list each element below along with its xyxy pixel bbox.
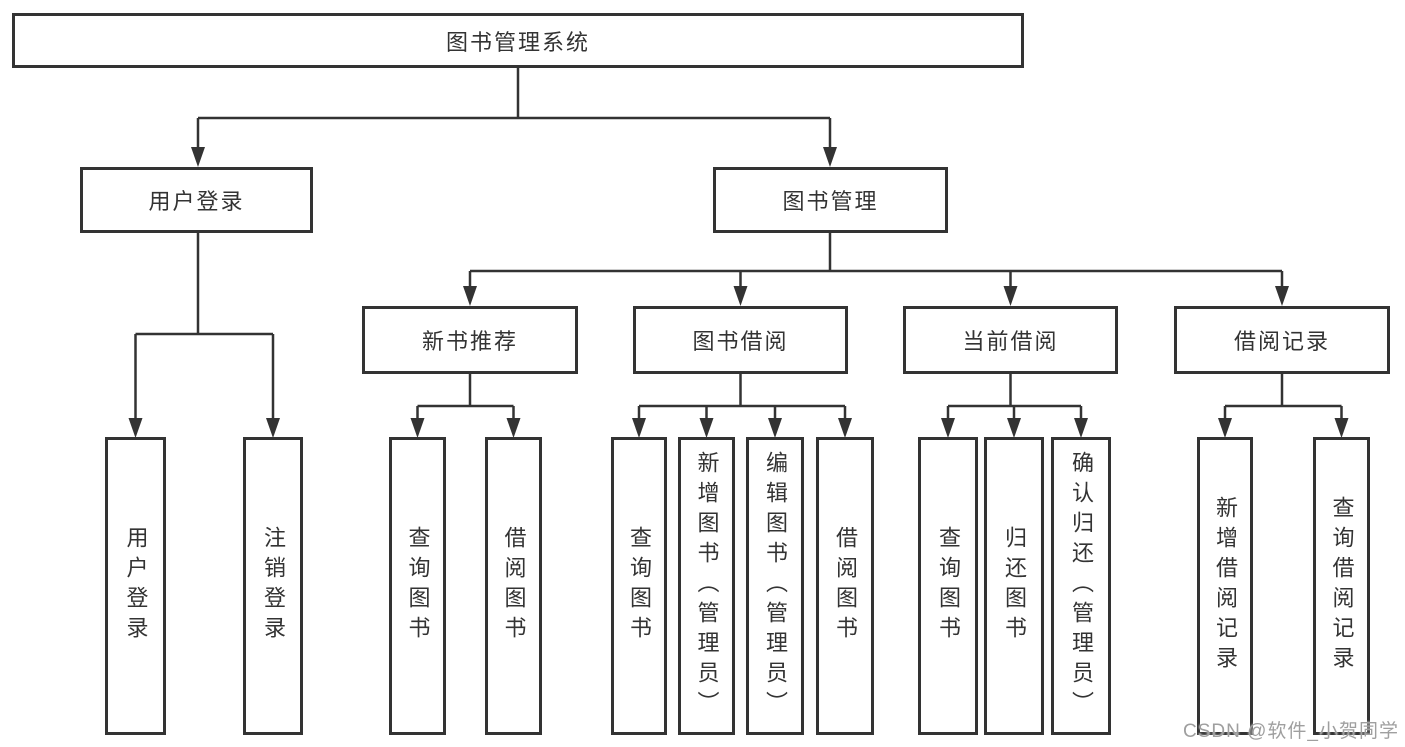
node-label: 图书借阅	[692, 329, 789, 354]
leaf-label: 查询借阅记录	[1329, 496, 1355, 676]
leaf-user-login: 用户登录	[105, 437, 166, 735]
leaf-label: 注销登录	[261, 526, 286, 646]
leaf-label: 新增图书（管理员）	[694, 451, 720, 721]
leaf-query-books-borrowing: 查询图书	[611, 437, 667, 735]
leaf-label: 归还图书	[1002, 526, 1027, 646]
node-book-borrowing: 图书借阅	[633, 306, 848, 374]
node-label: 当前借阅	[962, 329, 1059, 354]
node-borrow-records: 借阅记录	[1174, 306, 1390, 374]
leaf-label: 借阅图书	[833, 526, 858, 646]
node-label: 新书推荐	[421, 329, 518, 354]
node-label: 用户登录	[148, 189, 245, 214]
leaf-edit-book-admin: 编辑图书（管理员）	[746, 437, 804, 735]
leaf-logout: 注销登录	[243, 437, 303, 735]
node-label: 图书管理系统	[445, 29, 590, 55]
node-user-login: 用户登录	[80, 167, 313, 233]
leaf-borrow-books: 借阅图书	[816, 437, 874, 735]
leaf-label: 查询图书	[405, 526, 431, 646]
leaf-label: 查询图书	[936, 526, 961, 646]
arrowhead-icons	[128, 147, 1349, 438]
leaf-label: 借阅图书	[501, 526, 527, 646]
leaf-label: 确认归还（管理员）	[1069, 451, 1094, 721]
csdn-watermark: CSDN @软件_小贺同学	[1183, 721, 1399, 742]
leaf-confirm-return-admin: 确认归还（管理员）	[1051, 437, 1111, 735]
node-current-borrowing: 当前借阅	[903, 306, 1118, 374]
leaf-label: 查询图书	[627, 526, 652, 646]
leaf-label: 用户登录	[123, 526, 149, 646]
leaf-return-books: 归还图书	[984, 437, 1044, 735]
leaf-query-books-recommend: 查询图书	[389, 437, 446, 735]
node-label: 图书管理	[782, 189, 879, 214]
node-book-management: 图书管理	[713, 167, 948, 233]
node-library-management-system: 图书管理系统	[12, 13, 1024, 68]
leaf-query-books-current: 查询图书	[918, 437, 978, 735]
connector-edges	[134, 68, 1343, 421]
leaf-label: 新增借阅记录	[1213, 496, 1238, 676]
node-new-book-recommend: 新书推荐	[362, 306, 578, 374]
leaf-label: 编辑图书（管理员）	[763, 451, 788, 721]
leaf-query-borrow-record: 查询借阅记录	[1313, 437, 1370, 735]
leaf-add-borrow-record: 新增借阅记录	[1197, 437, 1253, 735]
node-label: 借阅记录	[1233, 329, 1330, 354]
leaf-add-book-admin: 新增图书（管理员）	[678, 437, 735, 735]
leaf-borrow-books-recommend: 借阅图书	[485, 437, 542, 735]
